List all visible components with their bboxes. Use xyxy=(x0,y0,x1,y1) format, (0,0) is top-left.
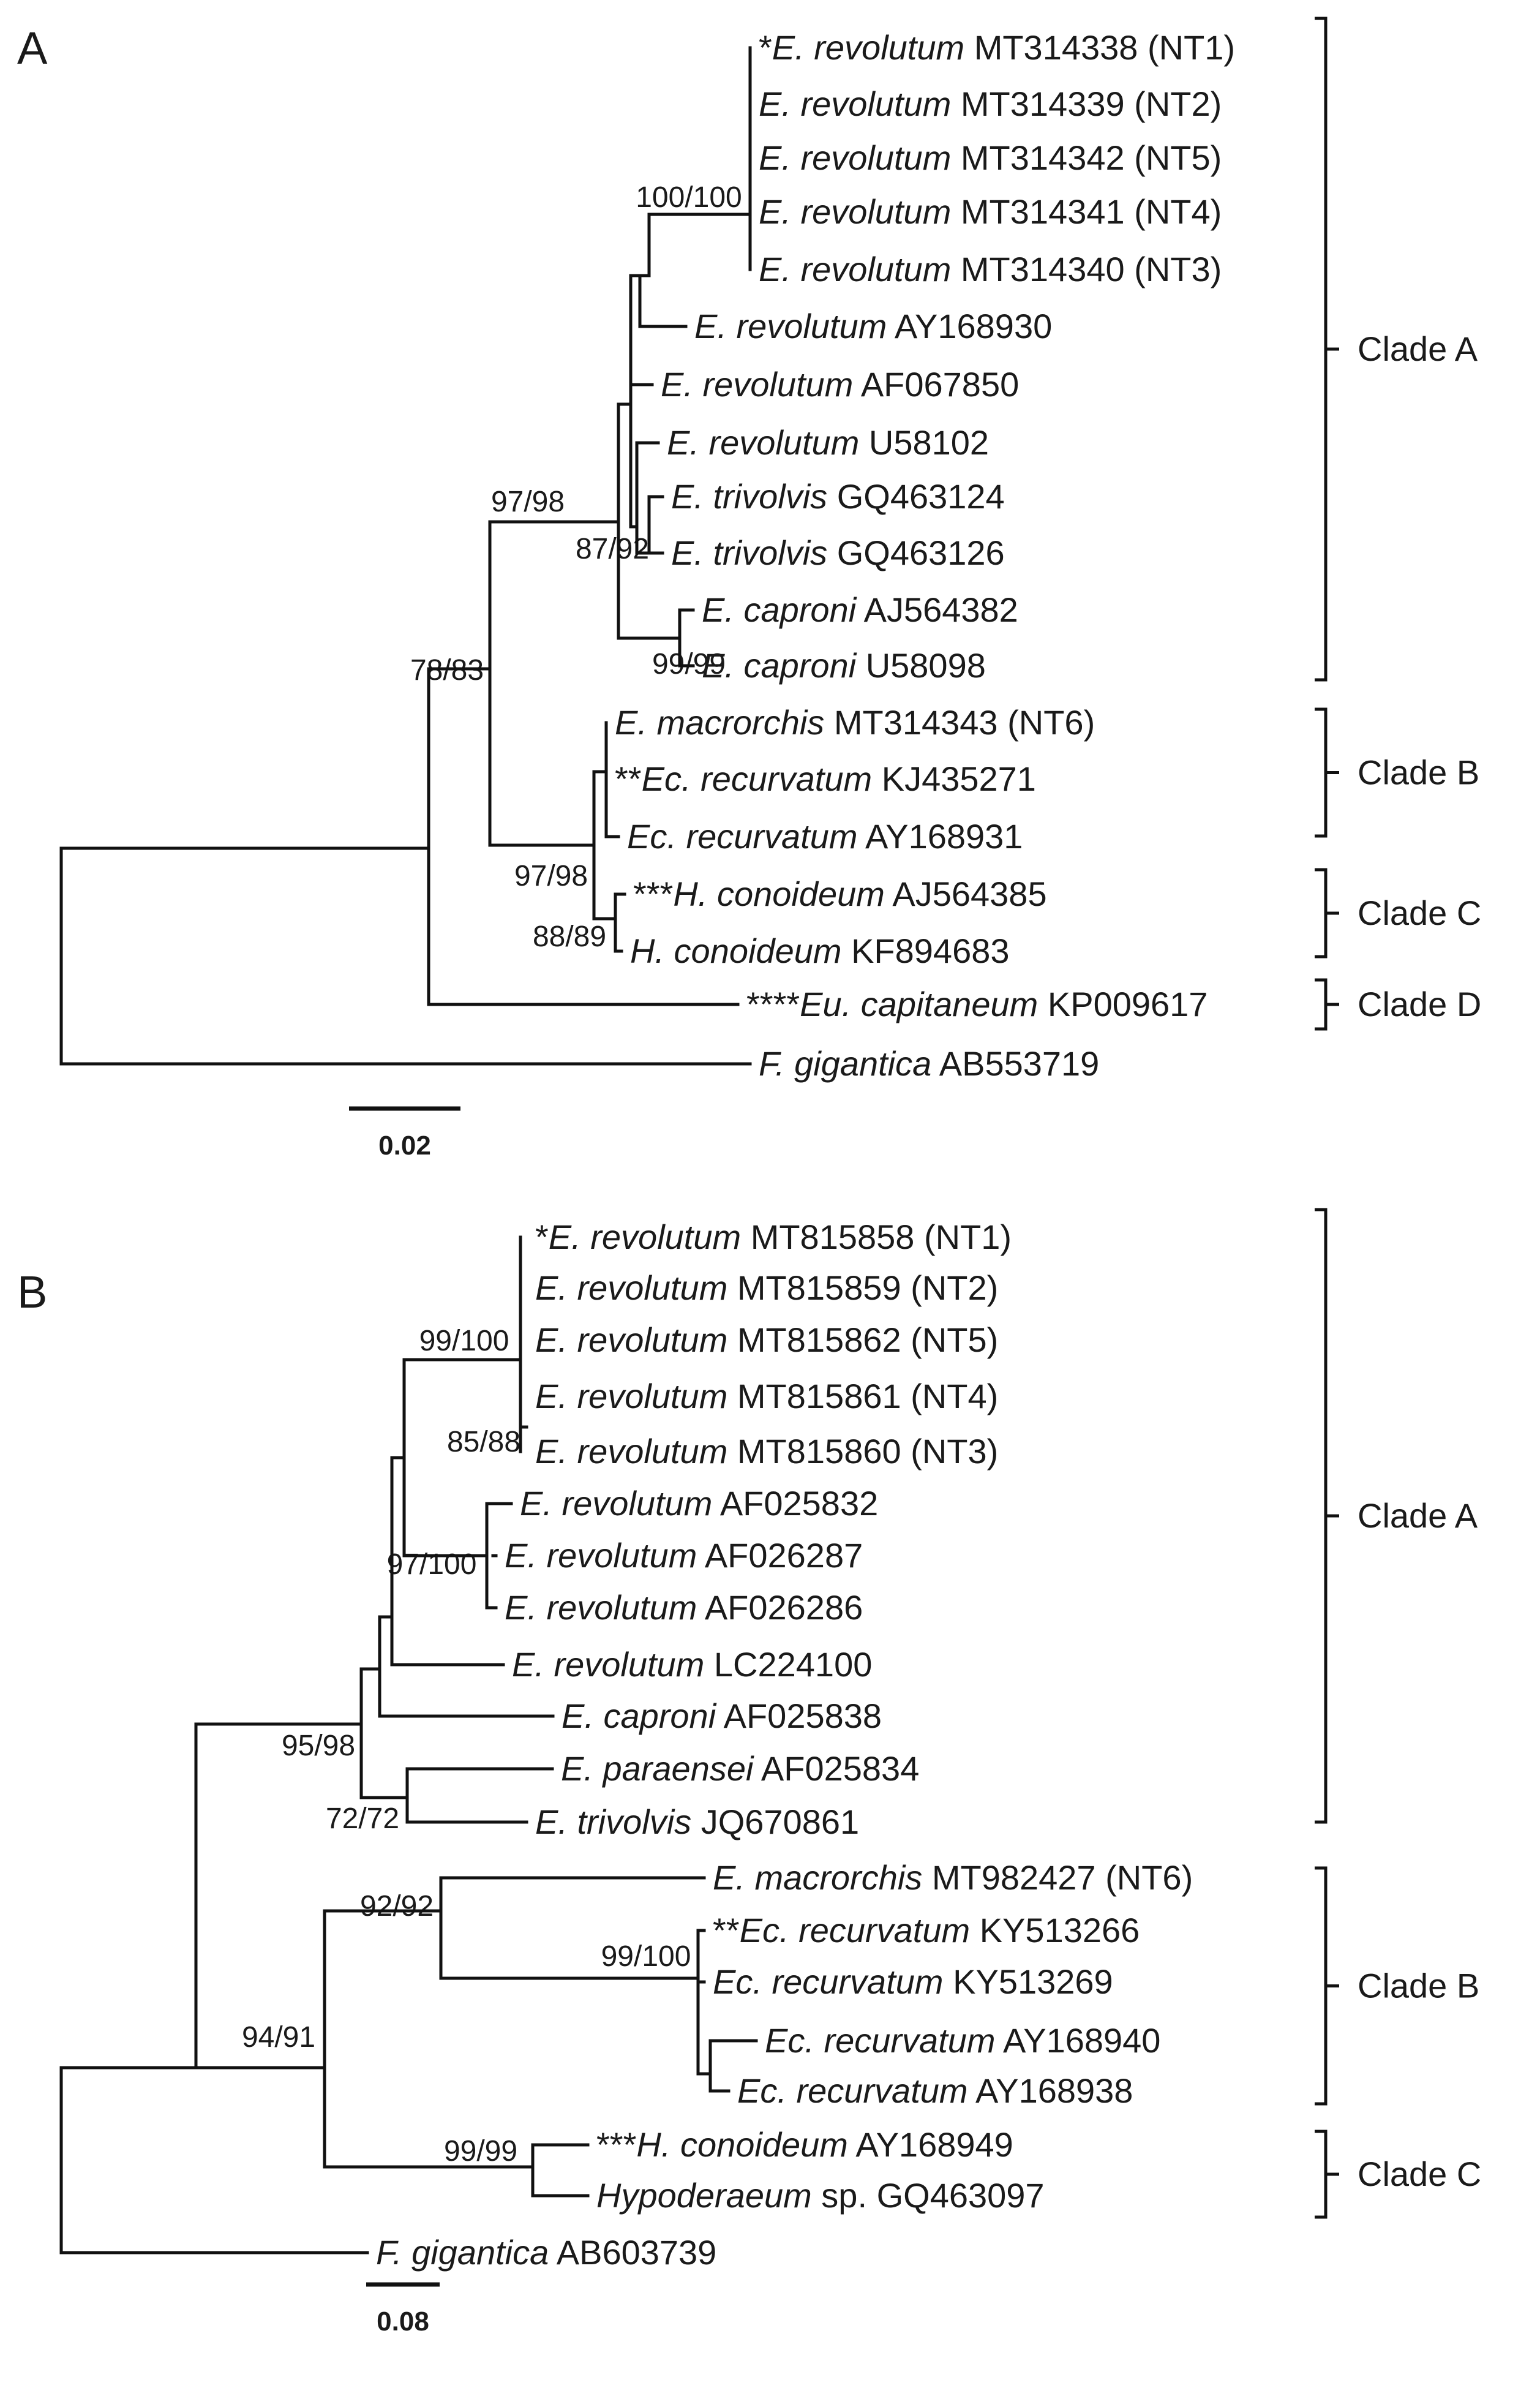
bootstrap-support: 95/98 xyxy=(282,1730,355,1762)
leaf-label: ***H. conoideum AJ564385 xyxy=(633,875,1047,913)
bootstrap-support: 99/99 xyxy=(444,2135,517,2168)
leaf-label: E. trivolvis JQ670861 xyxy=(535,1802,859,1841)
leaf-label: E. caproni U58098 xyxy=(702,646,986,685)
leaf-label: E. revolutum MT815862 (NT5) xyxy=(535,1320,998,1359)
scale-bar-label: 0.02 xyxy=(378,1131,431,1161)
leaf-label: E. revolutum MT314341 (NT4) xyxy=(759,192,1222,231)
leaf-label: Ec. recurvatum AY168940 xyxy=(765,2021,1160,2060)
leaf-label: E. revolutum MT314340 (NT3) xyxy=(759,250,1222,288)
bootstrap-support: 100/100 xyxy=(636,181,742,214)
leaf-label: E. macrorchis MT982427 (NT6) xyxy=(713,1858,1193,1897)
bootstrap-support: 99/100 xyxy=(419,1325,509,1357)
leaf-label: F. gigantica AB603739 xyxy=(376,2233,716,2272)
leaf-label: F. gigantica AB553719 xyxy=(759,1044,1099,1083)
leaf-label: E. trivolvis GQ463126 xyxy=(671,533,1005,572)
bootstrap-support: 85/88 xyxy=(447,1426,520,1458)
clade-label: Clade C xyxy=(1358,2155,1481,2193)
bootstrap-support: 97/100 xyxy=(387,1548,477,1581)
leaf-label: E. caproni AF025838 xyxy=(562,1697,882,1735)
clade-label: Clade A xyxy=(1358,330,1478,368)
leaf-label: E. revolutum MT815860 (NT3) xyxy=(535,1432,998,1471)
leaf-label: E. paraensei AF025834 xyxy=(561,1749,919,1788)
leaf-label: Hypoderaeum sp. GQ463097 xyxy=(596,2176,1045,2215)
leaf-label: Ec. recurvatum AY168931 xyxy=(627,817,1023,856)
bootstrap-support: 88/89 xyxy=(533,921,606,953)
bootstrap-support: 99/100 xyxy=(601,1940,691,1973)
leaf-label: *E. revolutum MT815858 (NT1) xyxy=(535,1218,1012,1256)
leaf-label: E. revolutum AF025832 xyxy=(520,1484,878,1523)
leaf-label: E. revolutum AF026286 xyxy=(505,1588,863,1627)
leaf-label: *E. revolutum MT314338 (NT1) xyxy=(759,28,1235,67)
leaf-label: E. caproni AJ564382 xyxy=(702,590,1018,629)
clade-label: Clade C xyxy=(1358,894,1481,932)
leaf-label: ***H. conoideum AY168949 xyxy=(596,2125,1013,2164)
panel-b: B *E. revolutum MT815858 (NT1) E. revolutu… xyxy=(17,1208,1481,2337)
bootstrap-support: 92/92 xyxy=(360,1890,434,1923)
leaf-label: E. revolutum MT314339 (NT2) xyxy=(759,85,1222,123)
leaf-label: **Ec. recurvatum KY513266 xyxy=(713,1911,1140,1949)
scale-bar-label: 0.08 xyxy=(377,2307,429,2337)
leaf-label: E. revolutum AF026287 xyxy=(505,1536,863,1575)
leaf-label: E. revolutum MT314342 (NT5) xyxy=(759,138,1222,177)
bootstrap-support: 97/98 xyxy=(491,486,565,518)
clade-label: Clade D xyxy=(1358,985,1481,1023)
leaf-label: E. trivolvis GQ463124 xyxy=(671,477,1005,516)
panel-a: A *E. revolutum MT314338 (NT1) E. revolutu… xyxy=(17,17,1481,1161)
leaf-label: Ec. recurvatum KY513269 xyxy=(713,1962,1113,2001)
bootstrap-support: 97/98 xyxy=(514,860,588,892)
leaf-label: E. revolutum AY168930 xyxy=(694,307,1052,345)
panel-letter: B xyxy=(17,1267,47,1317)
leaf-label: E. macrorchis MT314343 (NT6) xyxy=(615,703,1095,742)
leaf-label: E. revolutum LC224100 xyxy=(512,1645,872,1684)
leaf-label: **Ec. recurvatum KJ435271 xyxy=(615,759,1036,798)
leaf-label: H. conoideum KF894683 xyxy=(630,932,1010,970)
clade-label: Clade B xyxy=(1358,753,1479,792)
leaf-label: E. revolutum U58102 xyxy=(667,423,989,462)
panel-letter: A xyxy=(17,23,48,73)
leaf-label: Ec. recurvatum AY168938 xyxy=(737,2071,1133,2110)
bootstrap-support: 72/72 xyxy=(326,1802,399,1835)
clade-label: Clade B xyxy=(1358,1967,1479,2005)
leaf-label: E. revolutum MT815861 (NT4) xyxy=(535,1377,998,1415)
leaf-label: E. revolutum MT815859 (NT2) xyxy=(535,1268,998,1307)
leaf-label: ****Eu. capitaneum KP009617 xyxy=(746,985,1208,1023)
leaf-label: E. revolutum AF067850 xyxy=(661,365,1019,404)
clade-label: Clade A xyxy=(1358,1496,1478,1535)
bootstrap-support: 94/91 xyxy=(242,2021,315,2054)
